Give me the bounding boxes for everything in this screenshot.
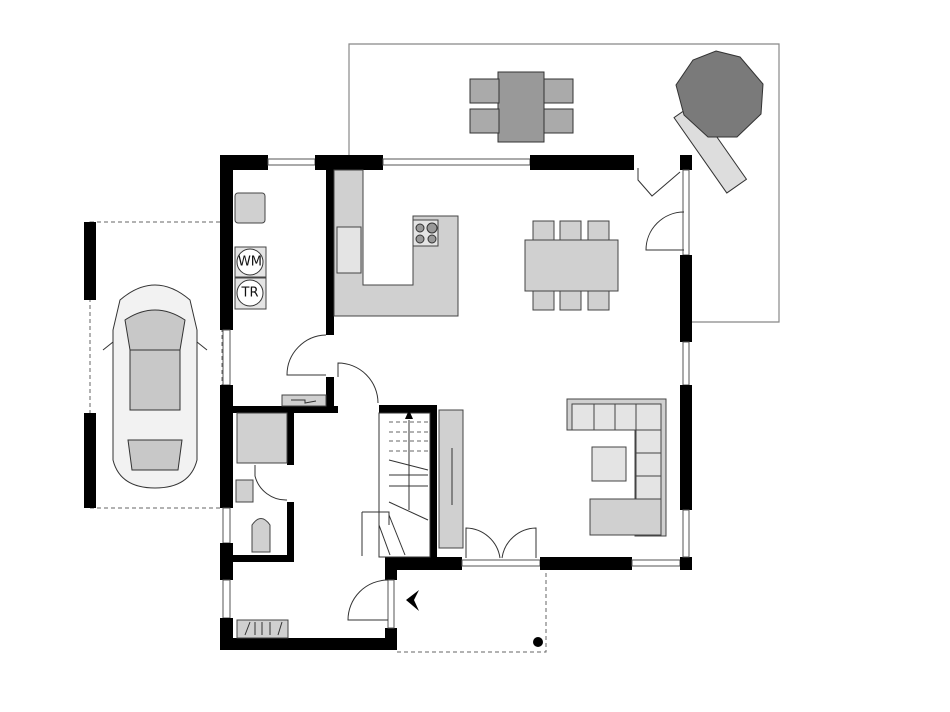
dining-table-icon	[524, 220, 619, 311]
kitchen-counter	[333, 169, 459, 317]
interior-walls	[233, 155, 437, 562]
sideboard	[438, 409, 464, 549]
coat-hanger-icon	[244, 621, 283, 636]
dryer-label: TR	[241, 286, 259, 301]
burner-icon	[415, 223, 425, 233]
burner-icon	[427, 234, 437, 244]
boiler	[234, 192, 266, 224]
shower	[236, 412, 288, 464]
toilet-icon	[251, 518, 271, 553]
staircase	[361, 410, 431, 558]
carport-post-top	[84, 222, 96, 300]
terrace-table-icon	[469, 71, 574, 143]
sofa-icon	[566, 398, 667, 537]
dryer-drum-icon	[236, 279, 264, 307]
entrance-light-icon	[533, 637, 543, 647]
burner-icon	[415, 234, 425, 244]
carport-post-bottom	[84, 413, 96, 508]
carport-outline	[89, 221, 223, 509]
stair-up-arrow-icon	[405, 410, 413, 419]
doors	[254, 168, 685, 621]
arrow-icon	[291, 399, 317, 404]
burner-icon	[426, 222, 438, 234]
washing-machine-label: WM	[238, 255, 262, 270]
sink-icon	[336, 226, 362, 274]
car-icon	[102, 284, 208, 489]
umbrella-icon	[675, 50, 764, 138]
washbasin	[235, 479, 254, 503]
entrance-canopy-outline	[397, 570, 547, 653]
terrace-outline	[348, 43, 780, 323]
entrance-arrow-icon	[406, 590, 419, 611]
coffee-table	[591, 446, 627, 482]
washing-machine-drum-icon	[236, 248, 264, 276]
